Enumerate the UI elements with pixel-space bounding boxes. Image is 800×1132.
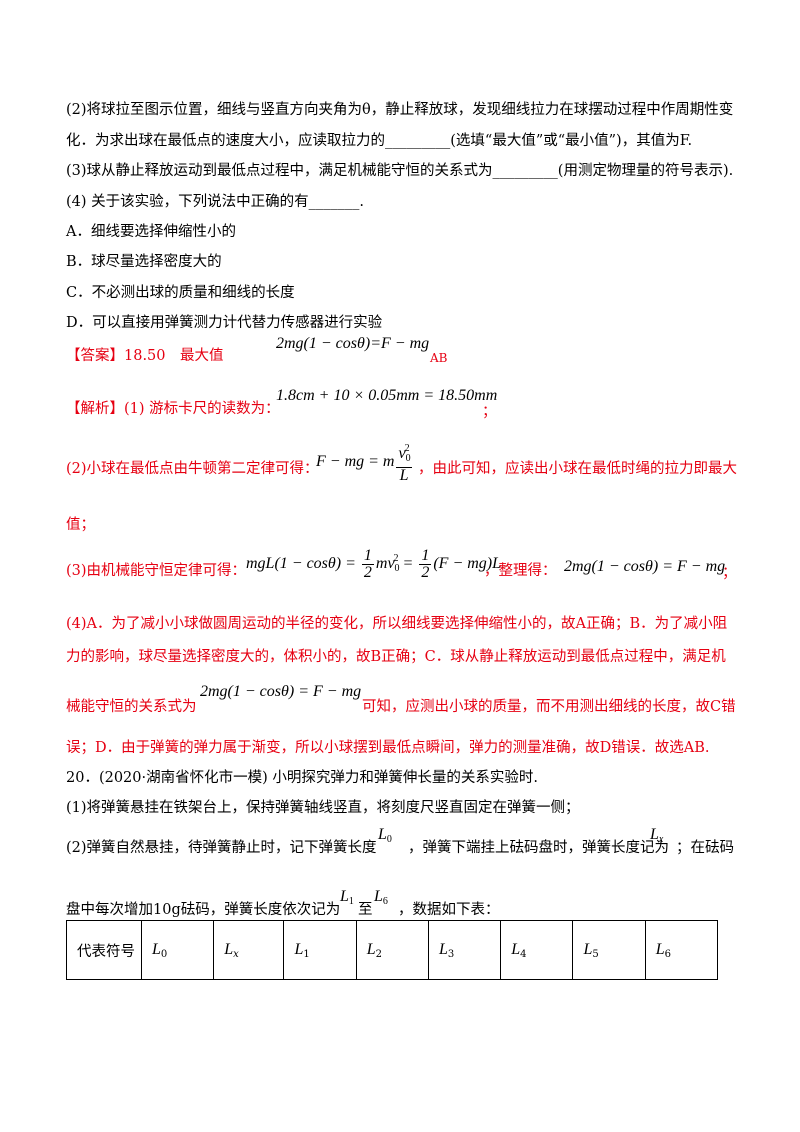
table-cell-L4: L4 <box>500 920 574 980</box>
table-cell-L0: L0 <box>140 920 215 980</box>
table-cell-L5: L5 <box>572 920 646 980</box>
analysis-p1-end: ； <box>482 404 497 420</box>
analysis-p4-line1: (4)A．为了减小小球做圆周运动的半径的变化，所以细线要选择伸缩性小的，故A正确… <box>66 616 728 632</box>
option-c: C．不必测出球的质量和细线的长度 <box>66 285 295 301</box>
table-cell-L2: L2 <box>355 920 429 980</box>
sym-L1-inline: L1 <box>340 888 354 907</box>
q-part2-line2: 化．为求出球在最低点的速度大小，应读取拉力的_________(选填“最大值”或… <box>66 133 693 149</box>
analysis-line1: 【解析】(1) 游标卡尺的读数为： <box>66 399 280 419</box>
analysis-p1-formula: 1.8cm + 10 × 0.05mm = 18.50mm <box>276 387 498 404</box>
analysis-p3-end: ； <box>722 565 737 581</box>
q20-step2-c: ；在砝码 <box>676 840 734 856</box>
q20-step1: (1)将弹簧悬挂在铁架台上，保持弹簧轴线竖直，将刻度尺竖直固定在弹簧一侧； <box>66 800 580 816</box>
sym-L0-inline: L0 <box>378 826 392 845</box>
analysis-p4-line2: 力的影响，球尽量选择密度大的，体积小的，故B正确；C．球从静止释放运动到最低点过… <box>66 649 726 665</box>
analysis-p4-line3-lead: 械能守恒的关系式为 <box>66 699 197 715</box>
table-row: 代表符号 L0 Lx L1 L2 L3 L4 L5 L6 <box>66 920 719 980</box>
q20-step2-a: (2)弹簧自然悬挂，待弹簧静止时，记下弹簧长度 <box>66 840 377 856</box>
analysis-p2-wrap: 值； <box>66 517 95 533</box>
analysis-p4-line4: 误；D．由于弹簧的弹力属于渐变，所以小球摆到最低点瞬间，弹力的测量准确，故D错误… <box>66 740 710 756</box>
analysis-p3-mid: ，整理得： <box>484 563 557 579</box>
analysis-p3-formula2: 2mg(1 − cosθ) = F − mg <box>564 558 726 575</box>
table-header-cell: 代表符号 <box>66 920 142 980</box>
analysis-p1: (1) 游标卡尺的读数为： <box>124 401 280 417</box>
q20-step2-b: ，弹簧下端挂上砝码盘时，弹簧长度记为 <box>408 840 669 856</box>
q-part2-line1: (2)将球拉至图示位置，细线与竖直方向夹角为θ，静止释放球，发现细线拉力在球摆动… <box>66 102 734 118</box>
q20-step3-a: 盘中每次增加10g砝码，弹簧长度依次记为 <box>66 902 341 918</box>
q20-step3-b: 至 <box>358 902 373 918</box>
table-cell-L3: L3 <box>427 920 502 980</box>
sym-Lx-inline: Lx <box>650 826 664 845</box>
table-cell-L1: L1 <box>283 920 357 980</box>
analysis-p2-lead: (2)小球在最低点由牛顿第二定律可得： <box>66 461 319 477</box>
answer-text: 18.50 最大值 <box>124 348 224 364</box>
option-d: D．可以直接用弹簧测力计代替力传感器进行实验 <box>66 315 383 331</box>
answer-formula: 2mg(1 − cosθ)=F − mg <box>276 335 430 352</box>
analysis-tag: 【解析】 <box>66 401 124 417</box>
q20-head: 20．(2020·湖南省怀化市一模) 小明探究弹力和弹簧伸长量的关系实验时. <box>66 770 538 786</box>
analysis-p2-tail: ，由此可知，应读出小球在最低时绳的拉力即最大 <box>418 461 737 477</box>
answer-line: 【答案】18.50 最大值 <box>66 346 224 366</box>
table-cell-L6: L6 <box>644 920 719 980</box>
sym-L6-inline: L6 <box>374 888 388 907</box>
analysis-p3-lead: (3)由机械能守恒定律可得： <box>66 563 247 579</box>
option-a: A．细线要选择伸缩性小的 <box>66 224 236 240</box>
analysis-p4-line3-tail: 可知，应测出小球的质量，而不用测出细线的长度，故C错 <box>362 699 736 715</box>
q-part3: (3)球从静止释放运动到最低点过程中，满足机械能守恒的关系式为_________… <box>66 163 734 179</box>
answer-choice: AB <box>430 351 448 365</box>
answer-tag: 【答案】 <box>66 348 124 364</box>
option-b: B．球尽量选择密度大的 <box>66 254 222 270</box>
q-part4: (4) 关于该实验，下列说法中正确的有_______. <box>66 194 365 210</box>
q20-step3-c: ，数据如下表： <box>398 902 500 918</box>
analysis-p4-formula: 2mg(1 − cosθ) = F − mg <box>200 683 362 700</box>
table-cell-Lx: Lx <box>213 920 285 980</box>
data-table: 代表符号 L0 Lx L1 L2 L3 L4 L5 L6 <box>66 920 719 980</box>
